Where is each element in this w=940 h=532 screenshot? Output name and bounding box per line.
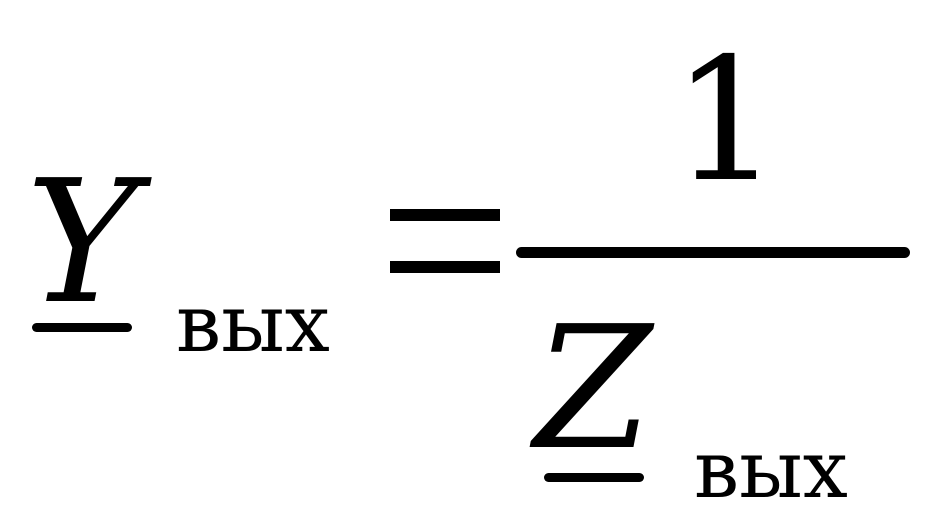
lhs-symbol: Y	[26, 144, 139, 342]
fraction-numerator: 1	[672, 22, 781, 220]
lhs-subscript: вых	[176, 277, 330, 370]
denominator-subscript: вых	[694, 423, 848, 516]
fraction-bar	[516, 247, 910, 258]
equals-sign-bottom-bar	[390, 261, 500, 273]
lhs-complex-underline	[32, 323, 132, 332]
equals-sign-top-bar	[390, 209, 500, 221]
denominator-symbol: Z	[534, 290, 653, 488]
denominator-complex-underline	[544, 473, 644, 482]
